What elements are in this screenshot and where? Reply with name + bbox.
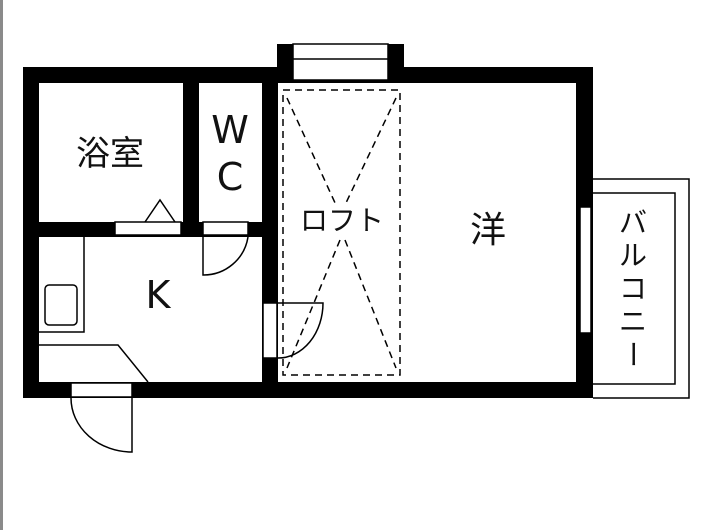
kitchen-label: K [146,273,172,317]
balcony-label: バ ル コ ニ ー [616,206,649,368]
loft-door [277,302,324,359]
wc-door [202,236,249,276]
svg-text:ニ: ニ [619,305,647,338]
wc-label-c: C [217,155,244,199]
wc-label-w: W [211,108,249,152]
balcony [593,178,690,399]
openings [70,43,592,398]
kitchen-fixtures [39,237,149,383]
loft-outline [282,89,401,376]
bath-label: 浴室 [76,134,144,174]
svg-text:ー: ー [616,340,649,368]
svg-text:バ: バ [619,206,647,239]
loft-label: ロフト [300,204,384,237]
doors [70,198,324,453]
sink [44,284,78,326]
entrance-door [70,397,133,453]
bath-step-triangle [144,198,176,223]
western-room-label: 洋 [470,210,506,251]
image-border [0,0,3,530]
svg-text:ル: ル [619,239,647,272]
svg-text:コ: コ [619,272,647,305]
